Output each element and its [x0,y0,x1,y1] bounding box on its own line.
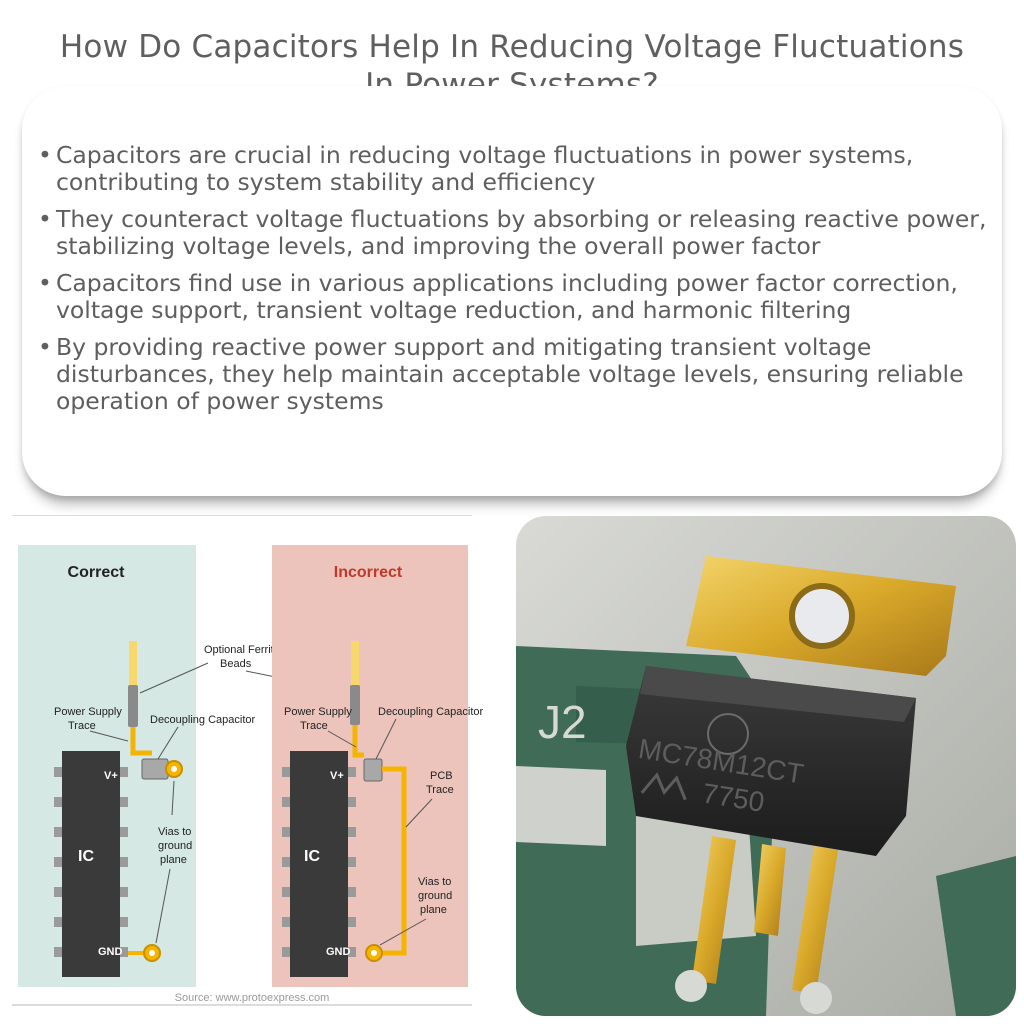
ic-label: IC [304,848,320,865]
vias-label: plane [420,904,447,916]
psu-trace-label: Power Supply [54,706,122,718]
decoupling-diagram: Correct V+ IC GND Power Supply Trace Dec… [12,514,484,1007]
page-title: How Do Capacitors Help In Reducing Volta… [0,28,1024,104]
bullet-item: By providing reactive power support and … [38,334,988,415]
bullet-item: Capacitors are crucial in reducing volta… [38,142,988,196]
mounting-hole-icon [789,583,855,649]
pcb-trace-label: PCB [430,770,453,782]
decoupling-capacitor-icon [141,758,169,780]
vplus-label: V+ [330,770,344,782]
title-line-1: How Do Capacitors Help In Reducing Volta… [59,29,965,65]
vplus-label: V+ [104,770,118,782]
vias-label: Vias to [158,826,191,838]
decoupling-label: Decoupling Capacitor [150,714,256,726]
decoupling-label: Decoupling Capacitor [378,706,484,718]
ic-label: IC [78,848,94,865]
decoupling-capacitor-icon [363,758,383,782]
ic-chip-icon [290,751,348,977]
vias-label: ground [158,840,192,852]
psu-trace-label: Power Supply [284,706,352,718]
gnd-label: GND [98,946,123,958]
silk-label: J2 [538,696,587,748]
regulator-leads [692,836,838,994]
ferrite-label: Optional Ferrite [204,644,280,656]
psu-trace-label: Trace [68,720,96,732]
ferrite-label: Beads [220,658,252,670]
bullet-item: Capacitors find use in various applicati… [38,270,988,324]
regulator-photo: J2 MC78M12CT 7750 [516,516,1016,1016]
vias-label: plane [160,854,187,866]
ferrite-bead-icon [128,685,138,727]
ferrite-bead-icon [350,685,360,725]
vias-label: ground [418,890,452,902]
gnd-label: GND [326,946,351,958]
ic-chip-icon [62,751,120,977]
pcb-trace-label: Trace [426,784,454,796]
vias-label: Vias to [418,876,451,888]
psu-trace-label: Trace [300,720,328,732]
source-credit: Source: www.protoexpress.com [175,992,330,1004]
manufacturer-logo-icon [640,772,687,801]
incorrect-heading: Incorrect [334,564,403,581]
bullet-list: Capacitors are crucial in reducing volta… [38,142,988,425]
logo-icon [707,713,749,755]
correct-heading: Correct [68,564,126,581]
bullet-item: They counteract voltage fluctuations by … [38,206,988,260]
